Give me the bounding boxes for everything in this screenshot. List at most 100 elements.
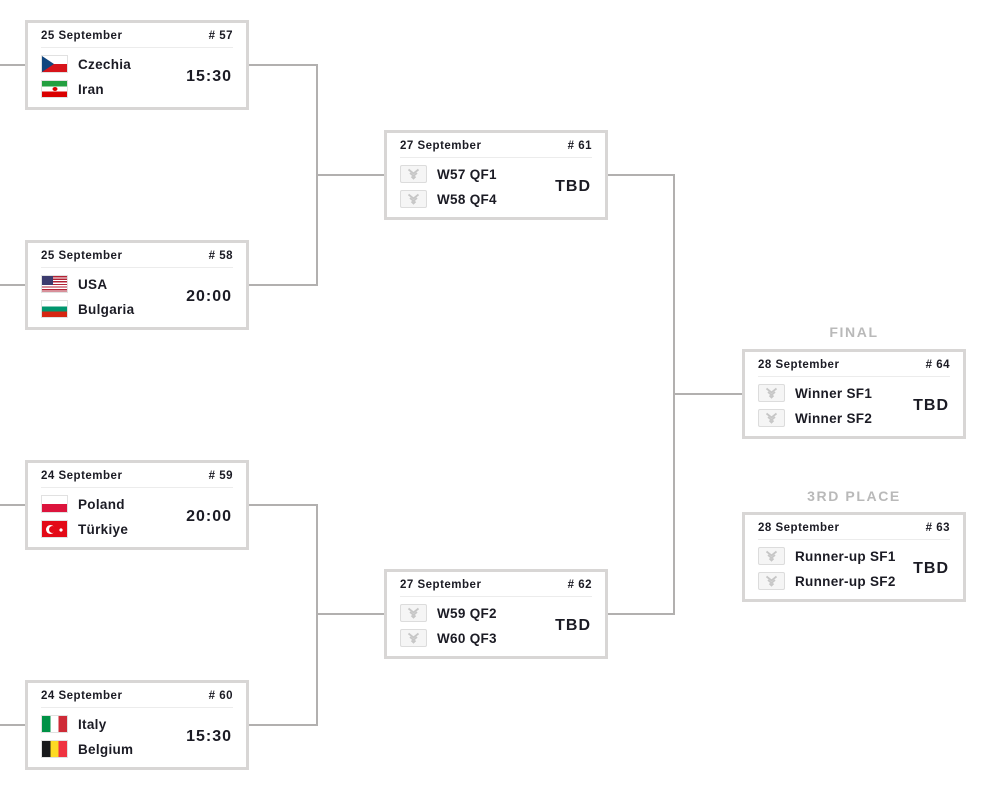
match-card-59[interactable]: 24 September # 59 Poland Türkiye 20:00 [25,460,249,550]
match-card-60[interactable]: 24 September # 60 Italy Belgium 15:30 [25,680,249,770]
match-time: TBD [913,396,949,414]
team-name: Bulgaria [78,301,135,317]
connector-line [0,504,25,506]
connector-line [249,504,318,506]
match-card-62[interactable]: 27 September # 62 W59 QF2 W60 QF3 TBD [384,569,608,659]
team-name: Poland [78,496,125,512]
team-name: W57 QF1 [437,166,497,182]
team-placeholder-icon [758,384,785,402]
match-date: 24 September [41,470,123,482]
match-time: TBD [555,177,591,195]
match-card-58[interactable]: 25 September # 58 USA Bulgaria 20:00 [25,240,249,330]
card-divider [400,157,592,158]
match-date: 25 September [41,250,123,262]
card-divider [758,376,950,377]
chevrons-w-icon [407,168,420,180]
connector-line [608,174,675,176]
team-row: W57 QF1 [400,165,497,183]
card-divider [41,47,233,48]
match-number: # 60 [208,690,233,702]
connector-line [316,174,384,176]
team-name: Belgium [78,741,134,757]
match-card-57[interactable]: 25 September # 57 Czechia Iran 15:30 [25,20,249,110]
team-row: Poland [41,495,128,513]
chevrons-w-icon [765,575,778,587]
chevrons-w-icon [407,607,420,619]
team-placeholder-icon [758,409,785,427]
team-name: Runner-up SF2 [795,573,896,589]
chevrons-w-icon [407,193,420,205]
team-placeholder-icon [758,572,785,590]
card-divider [758,539,950,540]
final-label: FINAL [829,324,879,340]
team-row: W59 QF2 [400,604,497,622]
match-time: 20:00 [186,507,232,525]
connector-line [249,284,318,286]
team-name: Türkiye [78,521,129,537]
team-name: Iran [78,81,104,97]
team-name: W59 QF2 [437,605,497,621]
team-row: W58 QF4 [400,190,497,208]
team-row: Czechia [41,55,131,73]
team-row: W60 QF3 [400,629,497,647]
match-time: 15:30 [186,67,232,85]
team-placeholder-icon [400,604,427,622]
chevrons-w-icon [765,387,778,399]
team-row: Bulgaria [41,300,134,318]
match-card-63-third-place[interactable]: 28 September # 63 Runner-up SF1 Runner-u… [742,512,966,602]
chevrons-w-icon [765,550,778,562]
team-name: Winner SF1 [795,385,873,401]
match-number: # 58 [208,250,233,262]
card-divider [400,596,592,597]
flag-poland [41,495,68,513]
connector-line [249,64,318,66]
connector-line [673,393,742,395]
match-number: # 61 [567,140,592,152]
team-row: Iran [41,80,131,98]
match-date: 28 September [758,522,840,534]
match-date: 28 September [758,359,840,371]
card-divider [41,487,233,488]
team-name: Italy [78,716,107,732]
team-row: Türkiye [41,520,128,538]
flag-iran [41,80,68,98]
match-time: 20:00 [186,287,232,305]
match-number: # 59 [208,470,233,482]
match-time: TBD [555,616,591,634]
flag-italy [41,715,68,733]
third-place-label: 3RD PLACE [807,488,901,504]
team-row: Winner SF1 [758,384,872,402]
match-time: 15:30 [186,727,232,745]
connector-line [316,504,318,726]
flag-belgium [41,740,68,758]
match-number: # 57 [208,30,233,42]
match-time: TBD [913,559,949,577]
connector-line [0,724,25,726]
team-placeholder-icon [400,190,427,208]
match-card-64-final[interactable]: 28 September # 64 Winner SF1 Winner SF2 … [742,349,966,439]
team-row: Winner SF2 [758,409,872,427]
team-name: Czechia [78,56,132,72]
match-date: 24 September [41,690,123,702]
match-number: # 64 [925,359,950,371]
team-row: Runner-up SF2 [758,572,896,590]
match-date: 27 September [400,579,482,591]
flag-turkiye [41,520,68,538]
match-card-61[interactable]: 27 September # 61 W57 QF1 W58 QF4 TBD [384,130,608,220]
match-number: # 63 [925,522,950,534]
connector-line [316,613,384,615]
connector-line [249,724,318,726]
connector-line [608,613,675,615]
team-placeholder-icon [400,165,427,183]
team-name: USA [78,276,108,292]
team-row: Runner-up SF1 [758,547,896,565]
team-name: Winner SF2 [795,410,873,426]
team-row: Italy [41,715,133,733]
team-row: Belgium [41,740,133,758]
team-name: Runner-up SF1 [795,548,896,564]
match-number: # 62 [567,579,592,591]
team-placeholder-icon [400,629,427,647]
team-name: W58 QF4 [437,191,497,207]
card-divider [41,707,233,708]
